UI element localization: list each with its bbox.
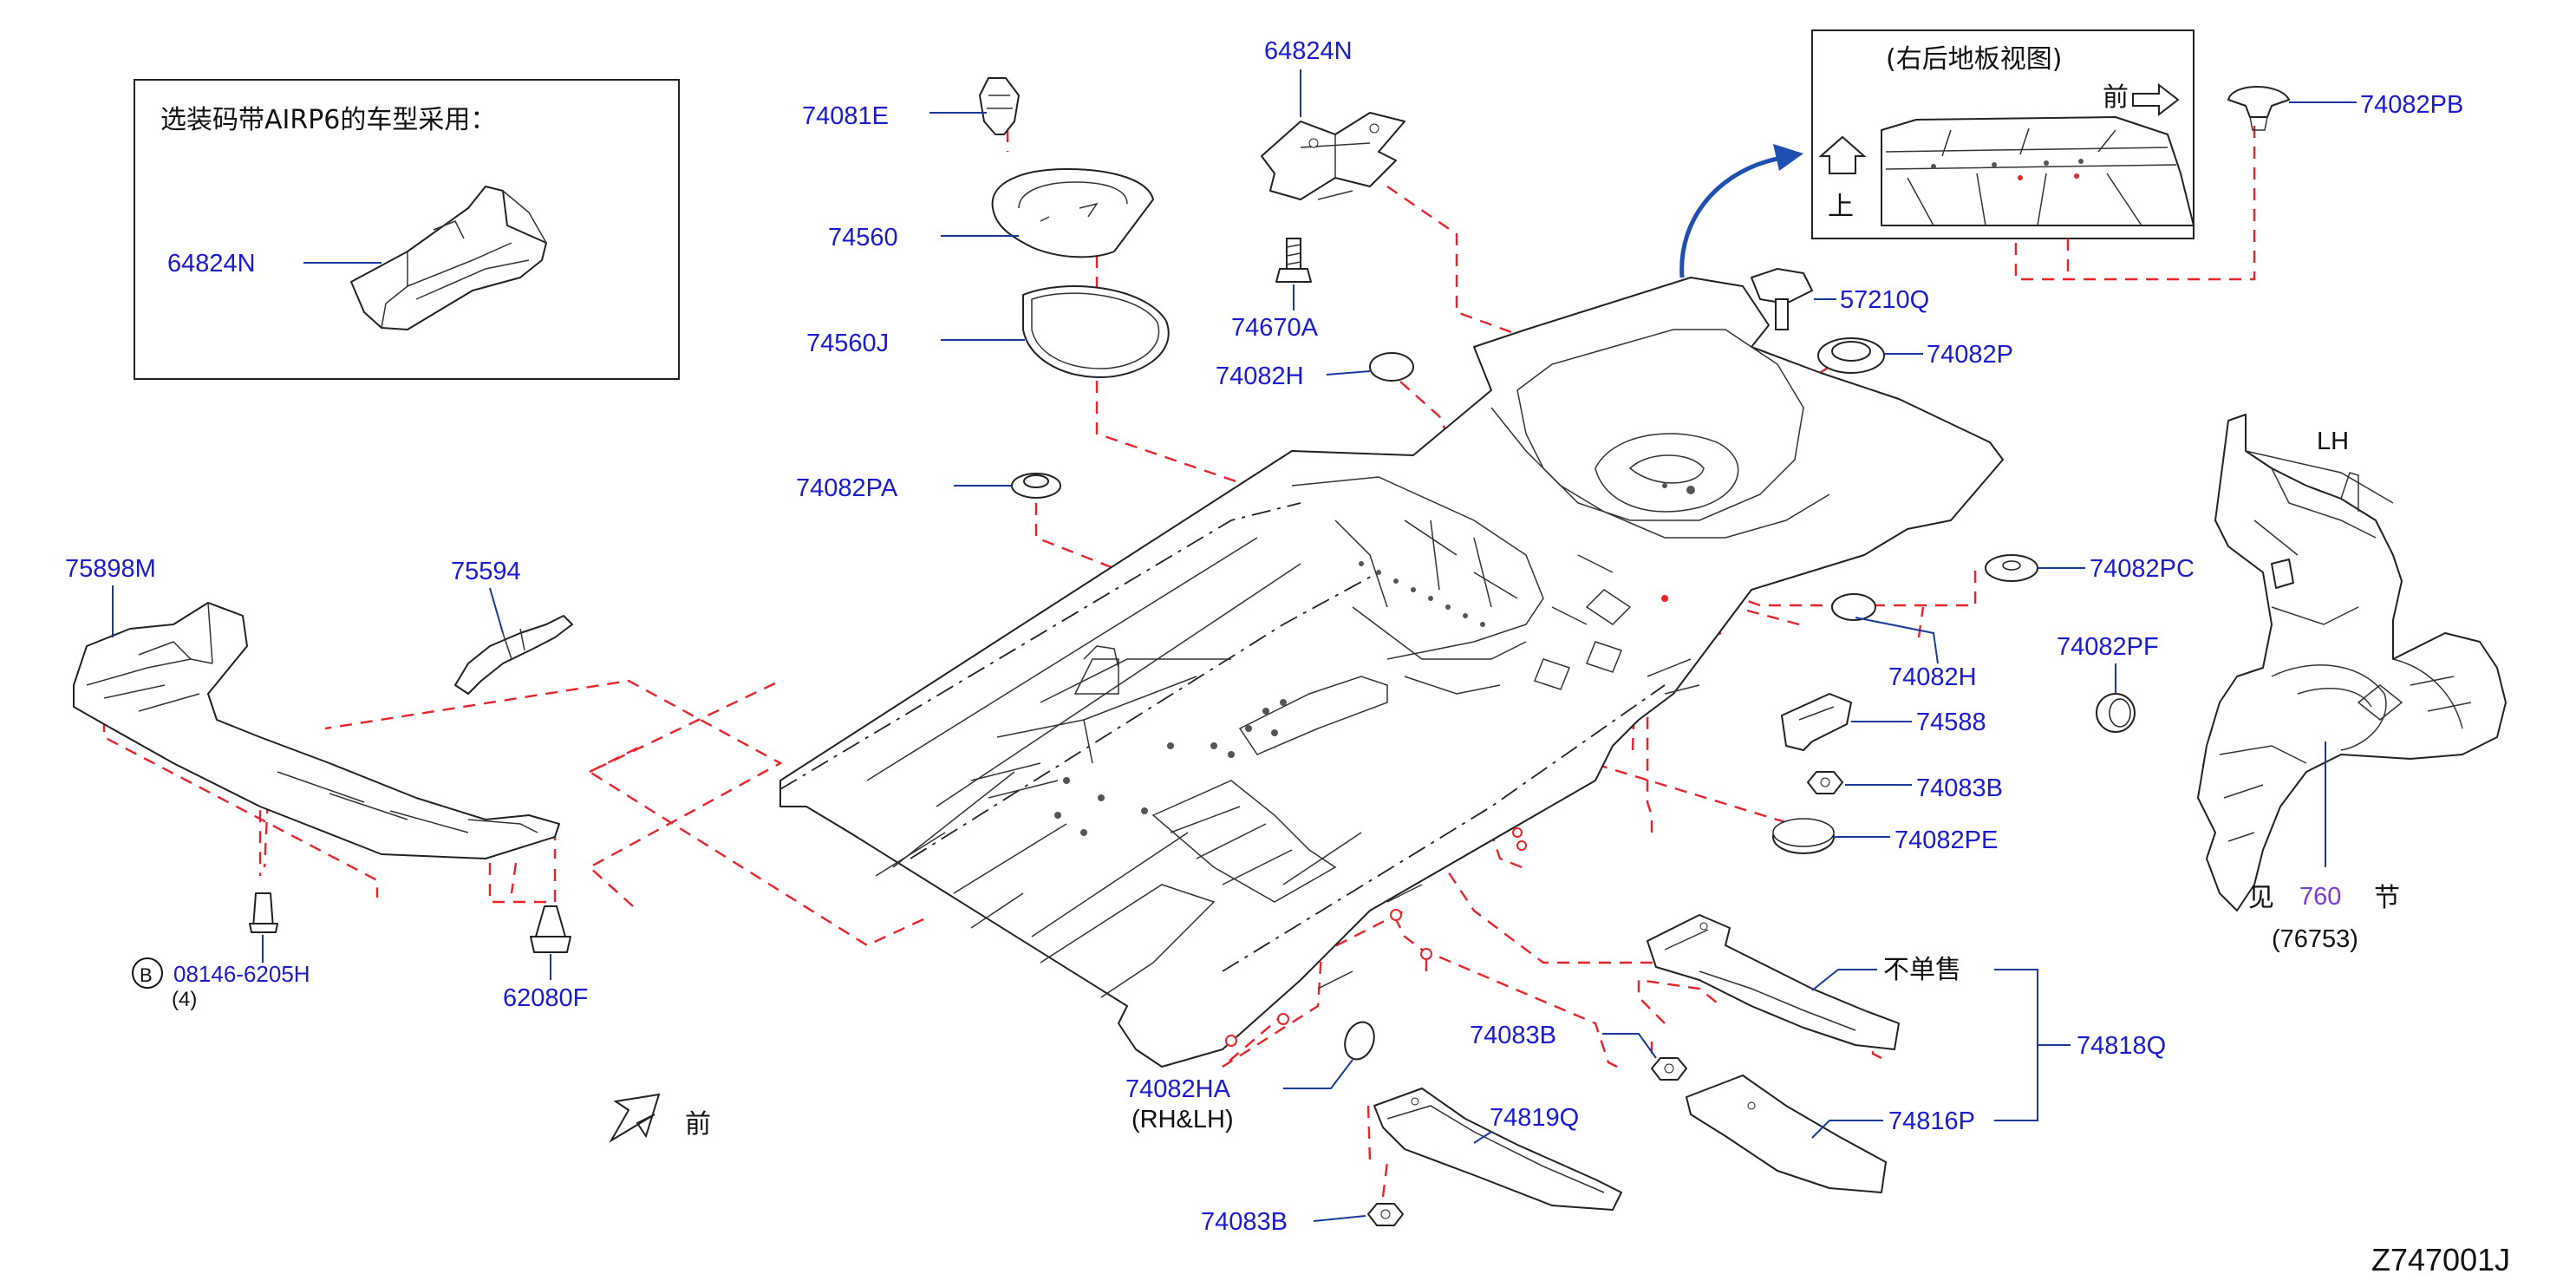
bracket-74819Q	[1373, 1088, 1622, 1211]
plug-74082HA	[1344, 1021, 1375, 1061]
lh-wheelhouse-panel	[2197, 414, 2507, 911]
part-label-74082PC[interactable]: 74082PC	[2090, 555, 2194, 583]
rear-floor-section	[1881, 116, 2194, 226]
part-label-08146-qty: (4)	[172, 988, 197, 1011]
inset-airp6: 选装码带AIRP6的车型采用： 64824N	[134, 79, 680, 380]
part-label-74670A[interactable]: 74670A	[1231, 314, 1319, 342]
plug-74082H-top	[1369, 352, 1414, 382]
part-label-74588[interactable]: 74588	[1916, 709, 1986, 736]
part-label-74560[interactable]: 74560	[828, 224, 898, 252]
part-label-74082HA[interactable]: 74082HA	[1125, 1075, 1231, 1103]
bolt-74670A	[1275, 238, 1312, 283]
seal-74560J	[1022, 285, 1170, 378]
part-label-74819Q[interactable]: 74819Q	[1490, 1104, 1579, 1132]
part-75594	[454, 615, 573, 695]
section-ref: (76753)	[2272, 925, 2358, 953]
bracket-64824N-top	[1261, 112, 1405, 200]
part-label-57210Q[interactable]: 57210Q	[1840, 286, 1929, 314]
cover-74560	[991, 168, 1154, 258]
lh-side-label: LH	[2317, 428, 2349, 455]
part-label-08146-prefix: B	[140, 964, 153, 986]
plug-74082PF	[2096, 693, 2136, 733]
diagram-code: Z747001J	[2371, 1242, 2510, 1277]
part-label-74083B-bottom[interactable]: 74083B	[1201, 1208, 1288, 1236]
part-label-64824N-inset[interactable]: 64824N	[167, 250, 256, 278]
nut-74083B-mid	[1807, 771, 1843, 794]
part-label-74082PA[interactable]: 74082PA	[796, 474, 898, 502]
nut-74083B-bottom	[1367, 1203, 1404, 1226]
section-suffix: 节	[2374, 883, 2400, 913]
part-label-08146[interactable]: 08146-6205H	[173, 961, 310, 987]
bracket-74818Q-upper	[1647, 914, 1900, 1050]
part-label-74082PB[interactable]: 74082PB	[2360, 91, 2463, 119]
part-label-74081E[interactable]: 74081E	[802, 102, 889, 130]
part-label-74818Q[interactable]: 74818Q	[2077, 1032, 2166, 1060]
arrow-right-icon	[2132, 82, 2180, 117]
clip-62080F	[530, 905, 571, 953]
part-label-74082PF[interactable]: 74082PF	[2057, 633, 2159, 661]
bracket-64824N-inset	[350, 186, 547, 330]
curved-arrow-icon	[1679, 155, 1783, 278]
part-label-74083B-low[interactable]: 74083B	[1470, 1022, 1556, 1049]
undercover-75898M	[73, 602, 560, 859]
part-label-74816P[interactable]: 74816P	[1888, 1107, 1975, 1135]
part-label-74082HA-note: (RH&LH)	[1131, 1106, 1234, 1133]
nut-74083B-low	[1651, 1057, 1687, 1081]
bolt-08146	[249, 892, 278, 933]
see-label: 见	[2248, 883, 2274, 913]
part-label-64824N-top[interactable]: 64824N	[1264, 37, 1353, 65]
part-label-74083B-mid[interactable]: 74083B	[1916, 774, 2003, 802]
part-label-75594[interactable]: 75594	[451, 558, 521, 585]
part-label-74082PE[interactable]: 74082PE	[1895, 826, 1998, 854]
part-label-75898M[interactable]: 75898M	[65, 555, 156, 583]
arrow-up-icon	[1818, 135, 1867, 174]
not-sold-separately-label: 不单售	[1883, 955, 1961, 985]
inset-airp6-note: 选装码带AIRP6的车型采用：	[160, 105, 496, 135]
bracket-74588	[1781, 693, 1852, 751]
plug-74082PE	[1772, 818, 1835, 854]
part-label-74560J[interactable]: 74560J	[806, 330, 889, 357]
b-prefix-circle	[132, 957, 163, 989]
inset-rear-view-title: (右后地板视图)	[1886, 44, 2062, 75]
part-label-74082P[interactable]: 74082P	[1927, 341, 2013, 369]
front-arrow-icon	[609, 1093, 661, 1143]
bracket-74818Q-group	[1994, 969, 2071, 1121]
part-label-74082H-top[interactable]: 74082H	[1216, 363, 1304, 390]
part-label-74082H-mid[interactable]: 74082H	[1888, 663, 1977, 691]
clip-74082PB	[2227, 86, 2290, 131]
grommet-74082PA	[1011, 473, 1061, 499]
clip-74081E	[979, 77, 1020, 135]
knob-57210Q	[1751, 268, 1813, 330]
plug-74082PC	[1985, 554, 2038, 582]
grommet-74082P	[1817, 337, 1885, 374]
inset-up-label: 上	[1828, 192, 1854, 222]
front-indicator: 前	[685, 1109, 711, 1140]
inset-rear-view: (右后地板视图) 前 上	[1811, 29, 2194, 239]
floor-pan	[779, 277, 2004, 1068]
inset-front-label: 前	[2103, 82, 2129, 113]
plug-74082H-mid	[1831, 593, 1876, 621]
part-label-62080F[interactable]: 62080F	[503, 984, 588, 1012]
plate-74816P	[1686, 1075, 1887, 1193]
section-number[interactable]: 760	[2299, 883, 2341, 911]
